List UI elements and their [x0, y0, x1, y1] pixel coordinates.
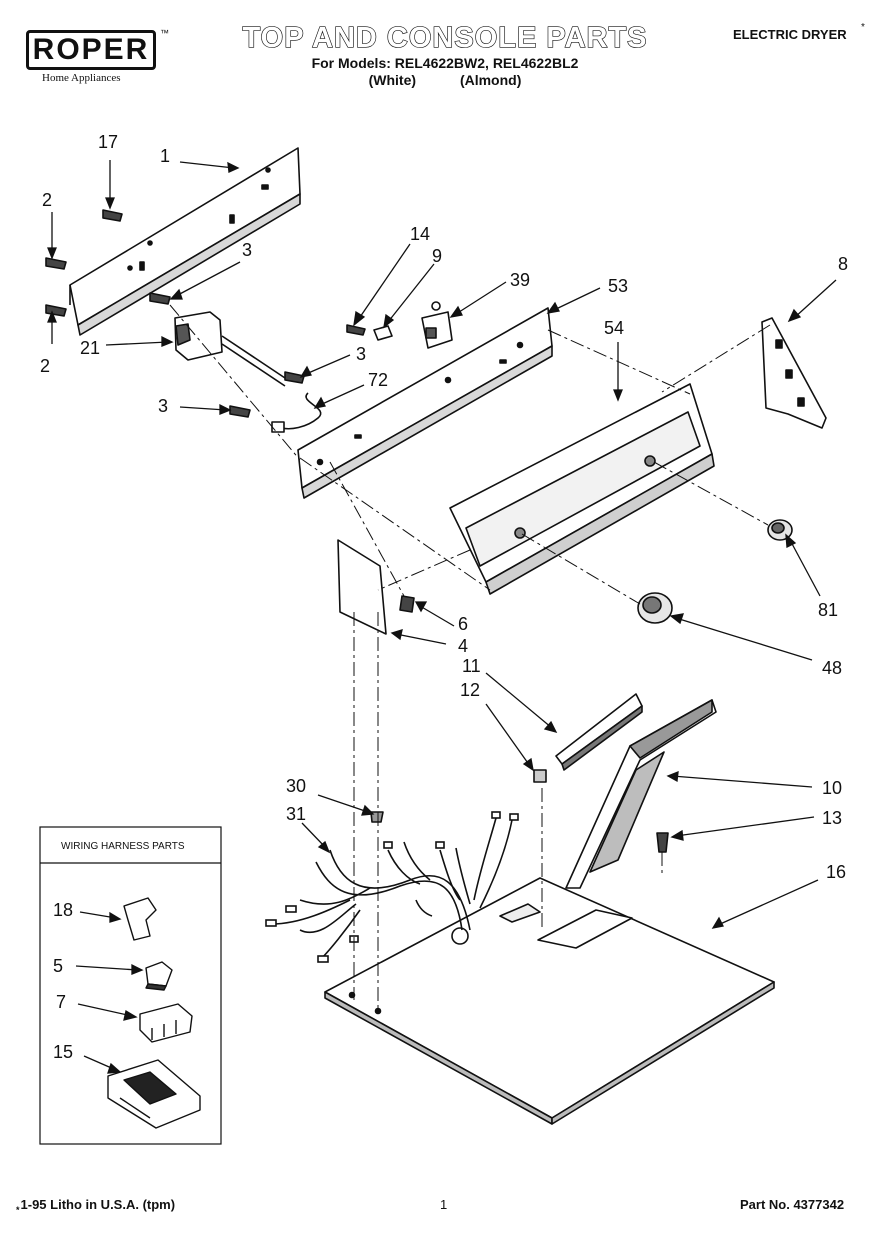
variant-almond: (Almond) — [459, 72, 522, 88]
part-11-lint-door — [555, 693, 643, 771]
callout-13: 13 — [822, 808, 842, 828]
callout-16: 16 — [826, 862, 846, 882]
screw-3-lower — [229, 405, 251, 418]
callout-53: 53 — [608, 276, 628, 296]
part-4-end-panel — [337, 539, 387, 635]
callout-2-lower: 2 — [40, 356, 50, 376]
brand-tagline: Home Appliances — [42, 72, 121, 84]
screw-2-lower — [45, 304, 67, 317]
callout-21: 21 — [80, 338, 100, 358]
page-title: TOP AND CONSOLE PARTS — [242, 21, 648, 54]
harness-callout-18: 18 — [53, 900, 73, 920]
callout-12: 12 — [460, 680, 480, 700]
harness-part-18-clip — [123, 897, 157, 941]
screw-6 — [399, 595, 415, 613]
screw-2-upper — [45, 257, 67, 270]
part-9-clip — [373, 325, 393, 341]
callout-3-upper: 3 — [242, 240, 252, 260]
callout-3-middle: 3 — [356, 344, 366, 364]
callout-30: 30 — [286, 776, 306, 796]
part-12-clip — [533, 769, 547, 783]
harness-part-5-clip — [145, 961, 173, 991]
callout-72: 72 — [368, 370, 388, 390]
callout-8: 8 — [838, 254, 848, 274]
model-variants: (White) (Almond) — [250, 72, 640, 88]
part-54-console — [449, 383, 715, 595]
litho-text: 1-95 Litho in U.S.A. (tpm) — [20, 1197, 176, 1212]
callout-6: 6 — [458, 614, 468, 634]
variant-white: (White) — [368, 72, 417, 88]
document-type: ELECTRIC DRYER — [733, 27, 847, 42]
page-number: 1 — [440, 1197, 448, 1212]
callout-48: 48 — [822, 658, 842, 678]
part-16-top-panel — [324, 877, 775, 1125]
part-48-timer-knob — [637, 592, 673, 624]
callout-17: 17 — [98, 132, 118, 152]
callout-81: 81 — [818, 600, 838, 620]
harness-part-7-connector — [139, 1003, 193, 1043]
part-1-console-bracket — [69, 147, 301, 336]
callout-10: 10 — [822, 778, 842, 798]
part-31-wiring-harness — [265, 811, 519, 963]
roper-logo: ROPER ™ Home Appliances — [26, 28, 169, 84]
document-type-mark: * — [861, 22, 865, 33]
harness-callout-7: 7 — [56, 992, 66, 1012]
callout-2-upper: 2 — [42, 190, 52, 210]
brand-wordmark: ROPER — [26, 30, 156, 70]
callout-9: 9 — [432, 246, 442, 266]
alignment-lines — [169, 304, 771, 1014]
callout-4: 4 — [458, 636, 468, 656]
callout-3-lower: 3 — [158, 396, 168, 416]
callout-1: 1 — [160, 146, 170, 166]
wiring-harness-panel: WIRING HARNESS PARTS 18 5 7 15 — [39, 826, 222, 1145]
part-10-lint-screen — [565, 699, 717, 889]
callout-54: 54 — [604, 318, 624, 338]
part-39-switch — [421, 301, 453, 349]
callout-14: 14 — [410, 224, 430, 244]
screw-13 — [656, 832, 669, 853]
harness-callout-5: 5 — [53, 956, 63, 976]
harness-callout-15: 15 — [53, 1042, 73, 1062]
litho-line: *1-95 Litho in U.S.A. (tpm) — [16, 1197, 175, 1215]
screw-14 — [346, 324, 366, 336]
part-number: Part No. 4377342 — [740, 1197, 845, 1212]
callout-labels: 17 1 2 3 2 21 14 9 39 53 3 72 3 54 8 81 … — [40, 132, 848, 882]
part-72-wire — [271, 392, 322, 433]
footer-mark: * — [16, 1205, 20, 1215]
part-53-control-panel — [297, 307, 553, 499]
screw-17 — [102, 209, 123, 222]
trademark-mark: ™ — [160, 28, 169, 38]
part-8-end-cap — [761, 317, 827, 429]
screw-3-upper — [149, 292, 171, 305]
part-21-timer — [174, 311, 286, 387]
leader-lines — [47, 160, 837, 929]
models-line: For Models: REL4622BW2, REL4622BL2 — [311, 55, 579, 71]
callout-31: 31 — [286, 804, 306, 824]
callout-39: 39 — [510, 270, 530, 290]
harness-part-15-terminal-block — [107, 1059, 201, 1129]
callout-11: 11 — [462, 656, 481, 676]
harness-panel-title: WIRING HARNESS PARTS — [61, 841, 185, 852]
